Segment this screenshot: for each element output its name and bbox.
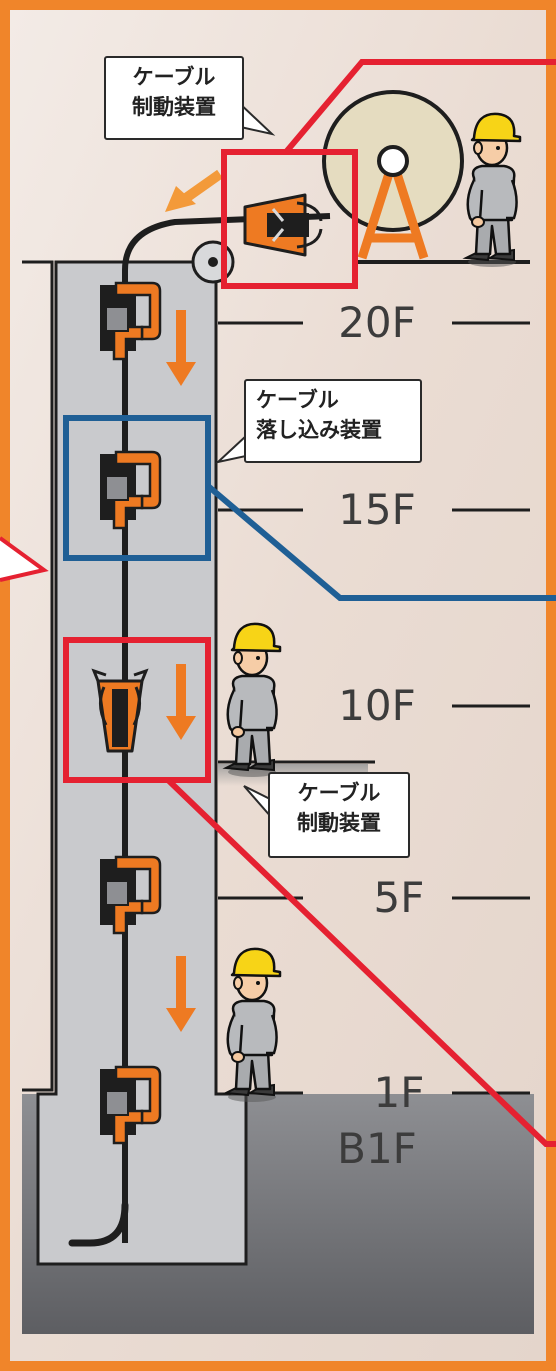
- callout-line-2: 制動装置: [132, 95, 216, 119]
- top-brake-callout: ケーブル 制動装置: [104, 56, 244, 140]
- cable-line: [122, 213, 331, 1243]
- floor-lines: [218, 321, 530, 1095]
- left-edge-pointer: [0, 536, 49, 582]
- drop-device-leader-line: [206, 483, 556, 601]
- callout-line-2: 制動装置: [297, 811, 381, 835]
- cable-shaft: [36, 260, 248, 1266]
- floor-label-b1f: B1F: [337, 1124, 417, 1173]
- mid-brake-callout: ケーブル 制動装置: [268, 772, 410, 858]
- floor-label-5f: 5F: [373, 873, 425, 922]
- callout-line-2: 落し込み装置: [256, 418, 382, 442]
- cable-end: [68, 1201, 129, 1247]
- callout-line-1: ケーブル: [297, 781, 381, 805]
- floor-label-15f: 15F: [338, 485, 416, 534]
- shaft-left-wall: [22, 260, 54, 1092]
- top-brake-leader-line: [283, 59, 556, 154]
- floor-label-20f: 20F: [338, 298, 416, 347]
- cable-brake-device-icon: [243, 193, 323, 257]
- floor-label-1f: 1F: [373, 1068, 425, 1117]
- drop-device-callout: ケーブル 落し込み装置: [244, 379, 422, 463]
- mid-brake-leader-line: [165, 777, 556, 1147]
- floor-label-10f: 10F: [338, 681, 416, 730]
- pull-direction-arrowhead: [165, 186, 196, 212]
- cable-brake-device-icon: [91, 668, 149, 753]
- cable-drum-icon: [322, 90, 464, 260]
- mid-brake-highlight-box: [63, 637, 211, 783]
- callout-line-1: ケーブル: [132, 65, 216, 89]
- pull-direction-arrow: [183, 169, 223, 203]
- top-tab: [10, 0, 340, 10]
- callout-line-1: ケーブル: [256, 388, 339, 412]
